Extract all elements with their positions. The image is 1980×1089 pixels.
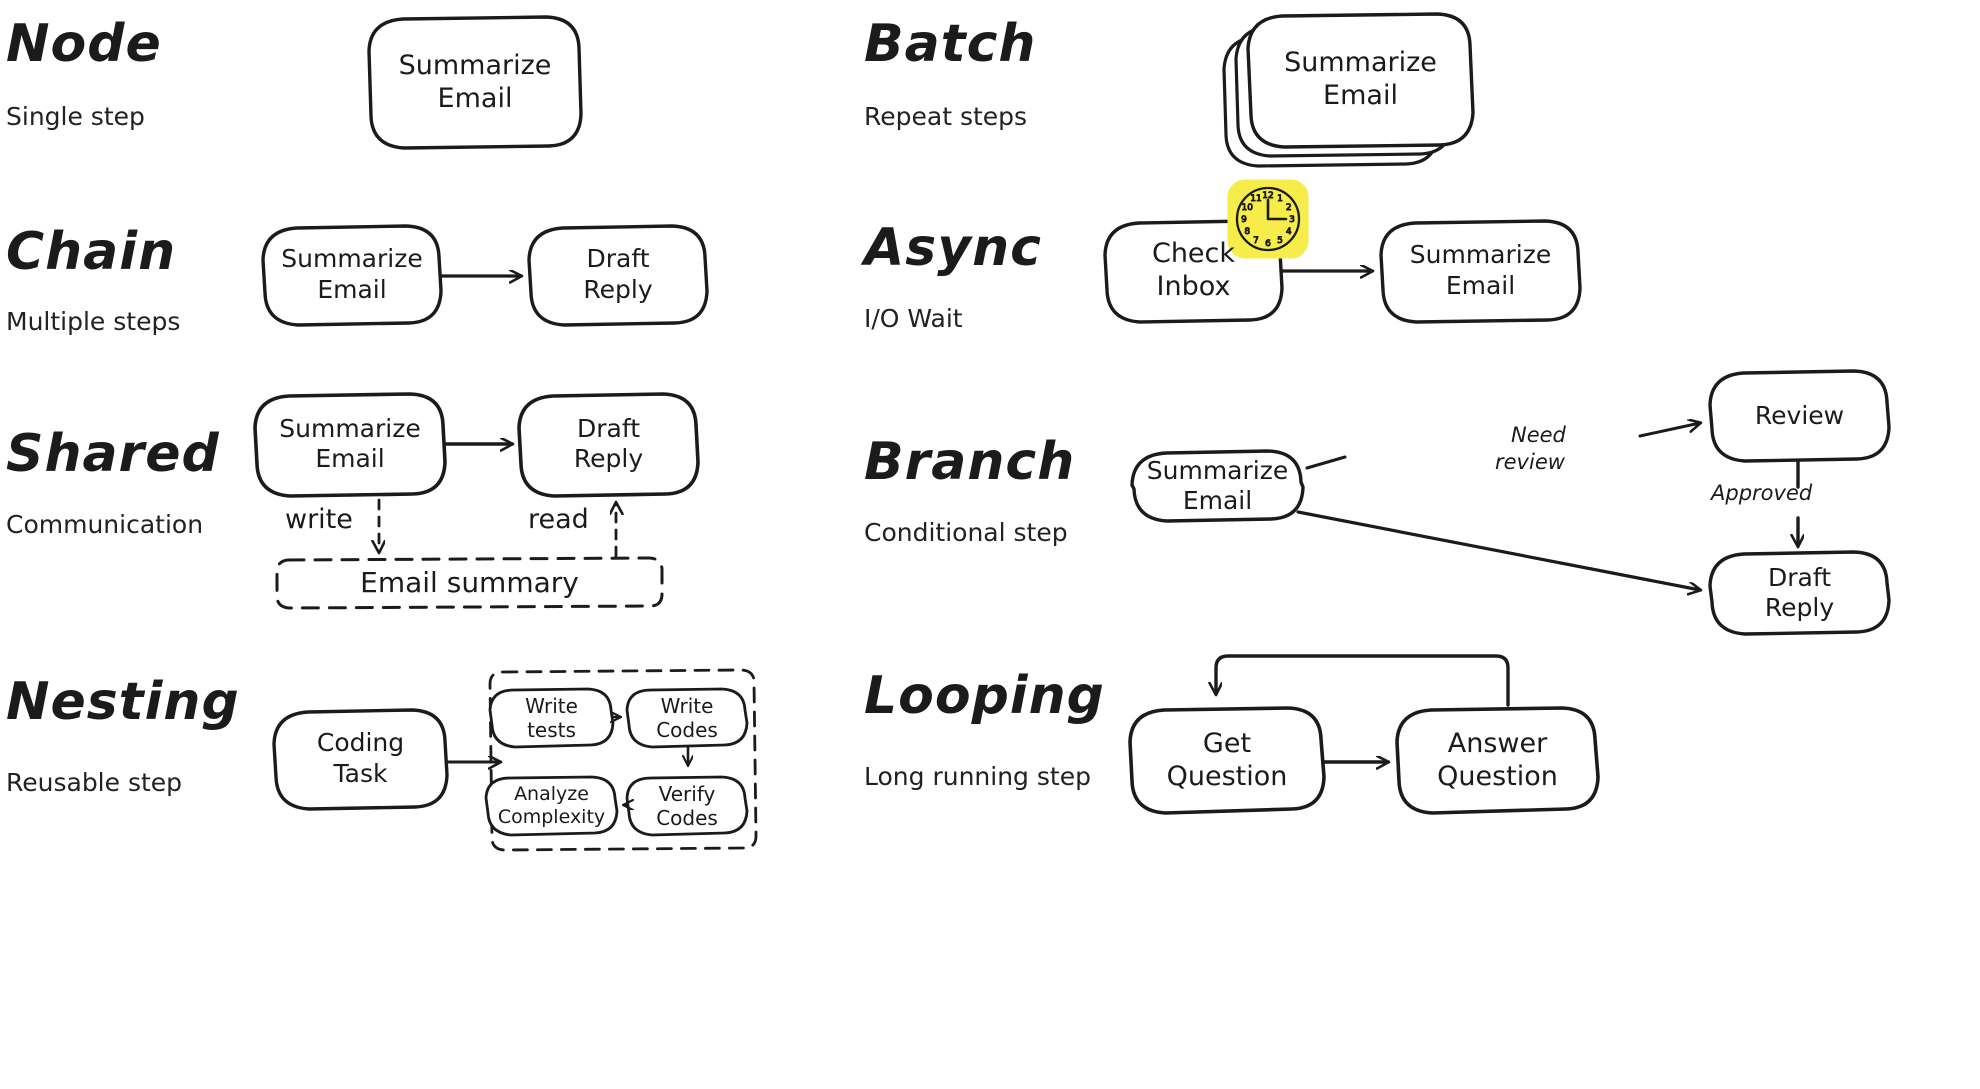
looping-edge-answer-to-get <box>1216 654 1510 707</box>
shared-edge-label-read: read <box>528 504 589 535</box>
row-title-async: Async <box>864 218 1042 278</box>
shared-box-summarize-email[interactable] <box>253 392 447 498</box>
row-title-node: Node <box>6 14 162 74</box>
branch-box-summarize-email[interactable] <box>1130 449 1305 523</box>
row-subtitle-shared: Communication <box>6 510 204 539</box>
async-box-summarize-email[interactable] <box>1379 219 1582 324</box>
branch-edge-need-review <box>1305 423 1700 470</box>
row-title-looping: Looping <box>864 666 1105 726</box>
batch-stack-summarize-email[interactable] <box>1222 12 1475 168</box>
branch-edge-label-review: review <box>1495 450 1565 474</box>
clock-hour-5: 5 <box>1277 236 1283 246</box>
clock-hour-1: 1 <box>1277 194 1283 204</box>
nesting-subgraph-container[interactable] <box>488 668 758 852</box>
chain-box-summarize-email[interactable] <box>261 224 443 327</box>
nesting-box-verify-codes[interactable] <box>625 775 749 837</box>
row-title-chain: Chain <box>6 222 177 282</box>
branch-edge-label-approved: Approved <box>1711 481 1813 505</box>
row-subtitle-node: Single step <box>6 102 145 131</box>
shared-box-draft-reply[interactable] <box>517 392 700 498</box>
branch-edge-summarize-to-draft <box>1296 510 1700 590</box>
chain-box-draft-reply[interactable] <box>527 224 709 327</box>
clock-hour-3: 3 <box>1289 215 1295 225</box>
looping-box-get-question[interactable] <box>1128 706 1326 815</box>
row-title-shared: Shared <box>6 424 220 484</box>
shared-store-email-summary[interactable] <box>275 556 664 610</box>
row-title-branch: Branch <box>864 432 1076 492</box>
branch-box-review[interactable] <box>1708 369 1891 463</box>
branch-box-draft-reply[interactable] <box>1708 550 1891 636</box>
nesting-box-write-codes[interactable] <box>625 687 749 749</box>
row-subtitle-looping: Long running step <box>864 762 1091 791</box>
nesting-box-write-tests[interactable] <box>488 687 615 749</box>
row-subtitle-branch: Conditional step <box>864 518 1068 547</box>
clock-hour-9: 9 <box>1241 215 1247 225</box>
clock-hour-4: 4 <box>1286 227 1292 237</box>
row-subtitle-batch: Repeat steps <box>864 102 1028 131</box>
looping-box-answer-question[interactable] <box>1395 706 1600 815</box>
branch-edge-label-need: Need <box>1511 423 1566 447</box>
row-title-nesting: Nesting <box>6 672 240 732</box>
clock-hour-12: 12 <box>1262 191 1273 201</box>
row-subtitle-async: I/O Wait <box>864 304 963 333</box>
clock-hour-2: 2 <box>1286 203 1292 213</box>
nesting-box-coding-task[interactable] <box>272 708 449 811</box>
node-box-summarize-email[interactable] <box>367 15 583 150</box>
row-subtitle-nesting: Reusable step <box>6 768 183 797</box>
clock-hour-6: 6 <box>1265 239 1271 249</box>
row-title-batch: Batch <box>864 14 1037 74</box>
row-subtitle-chain: Multiple steps <box>6 307 181 336</box>
nesting-box-analyze-complexity[interactable] <box>484 775 619 837</box>
clock-hour-8: 8 <box>1244 227 1250 237</box>
clock-hour-10: 10 <box>1241 203 1253 213</box>
shared-edge-label-write: write <box>285 504 353 535</box>
clock-hour-11: 11 <box>1250 194 1261 204</box>
clock-hour-7: 7 <box>1253 236 1259 246</box>
